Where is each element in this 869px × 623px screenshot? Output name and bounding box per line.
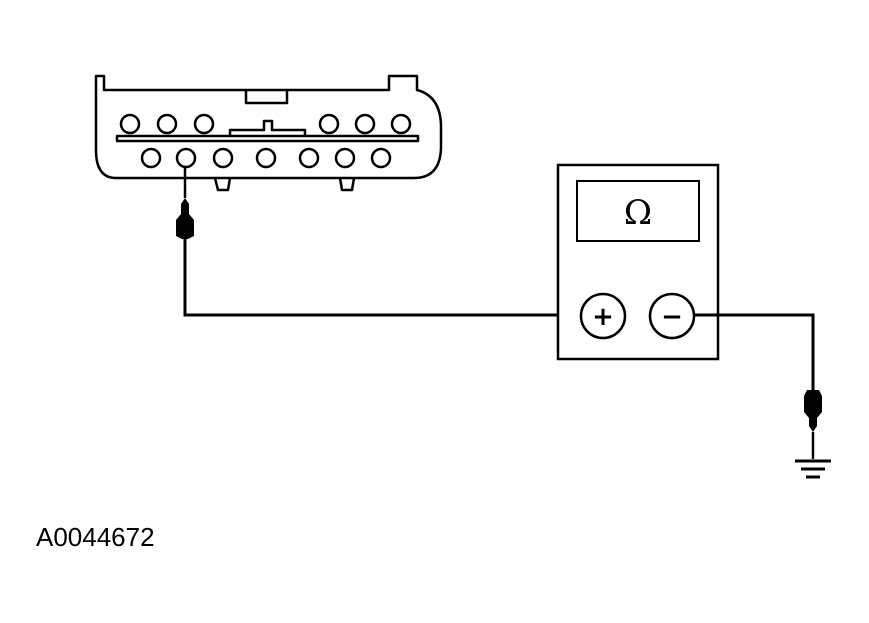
connector-top-pin-2 <box>156 113 178 135</box>
figure-id: A0044672 <box>36 522 155 552</box>
ohmmeter-display <box>576 180 700 242</box>
ground-icon <box>795 459 831 479</box>
ohmmeter: Ω + − <box>556 163 720 361</box>
probe-tip-left <box>176 198 194 239</box>
probe-tip-right <box>804 390 822 432</box>
connector-top-pin-4 <box>318 113 340 135</box>
connector <box>94 74 443 192</box>
connector-top-pin-3 <box>193 113 215 135</box>
positive-terminal <box>579 292 627 340</box>
connector-bottom-pin-1 <box>140 147 162 169</box>
connector-bottom-pin-5 <box>298 147 320 169</box>
negative-terminal-label: − <box>661 302 683 332</box>
connector-bottom-pin-row <box>140 147 392 169</box>
positive-terminal-label: + <box>592 302 614 332</box>
negative-lead-wire <box>694 313 815 390</box>
connector-top-pin-row <box>119 113 412 135</box>
positive-test-lead <box>176 168 581 317</box>
ohm-symbol: Ω <box>624 193 652 233</box>
positive-lead-wire <box>183 239 581 317</box>
connector-foot-right <box>338 177 356 192</box>
connector-top-pin-1 <box>119 113 141 135</box>
connector-center-key <box>228 119 307 136</box>
connector-bottom-pin-3 <box>212 147 234 169</box>
connector-housing <box>94 74 443 180</box>
connector-bottom-pin-2 <box>175 147 197 169</box>
negative-test-lead <box>694 313 822 459</box>
connector-bottom-pin-7 <box>370 147 392 169</box>
connector-top-pin-6 <box>390 113 412 135</box>
connector-latch <box>244 90 289 105</box>
connector-top-pin-5 <box>354 113 376 135</box>
connector-bottom-pin-6 <box>334 147 356 169</box>
connector-foot-left <box>213 177 232 192</box>
connector-divider <box>115 134 420 143</box>
connector-bottom-pin-4 <box>255 147 277 169</box>
